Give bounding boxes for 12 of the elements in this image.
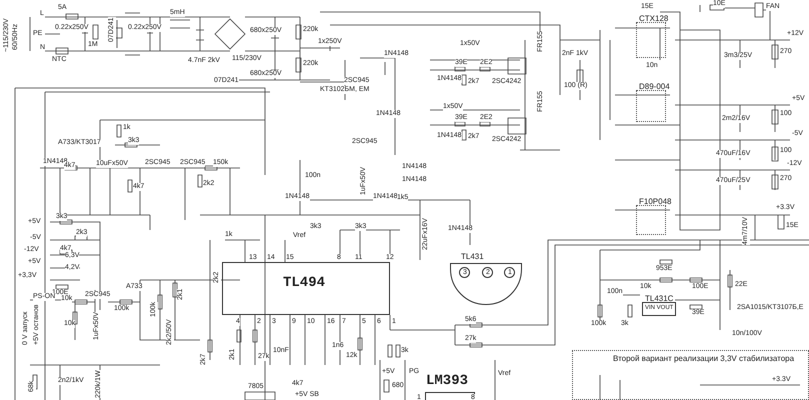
part-label: F10P048 bbox=[639, 197, 672, 206]
part-label: D89-004 bbox=[639, 82, 670, 91]
pin-circle bbox=[482, 267, 493, 278]
chip-box bbox=[222, 262, 390, 315]
part-label: Второй вариант реализации 3,3V стабилизатора bbox=[613, 354, 794, 363]
pin-circle bbox=[504, 267, 515, 278]
part-label: TL431 bbox=[461, 252, 484, 261]
part-label: TL494 bbox=[283, 279, 326, 288]
part-label: LM393 bbox=[426, 377, 468, 386]
pin-circle bbox=[459, 267, 470, 278]
part-label: CTX128 bbox=[639, 14, 668, 23]
part-label: TL431C bbox=[645, 294, 674, 303]
